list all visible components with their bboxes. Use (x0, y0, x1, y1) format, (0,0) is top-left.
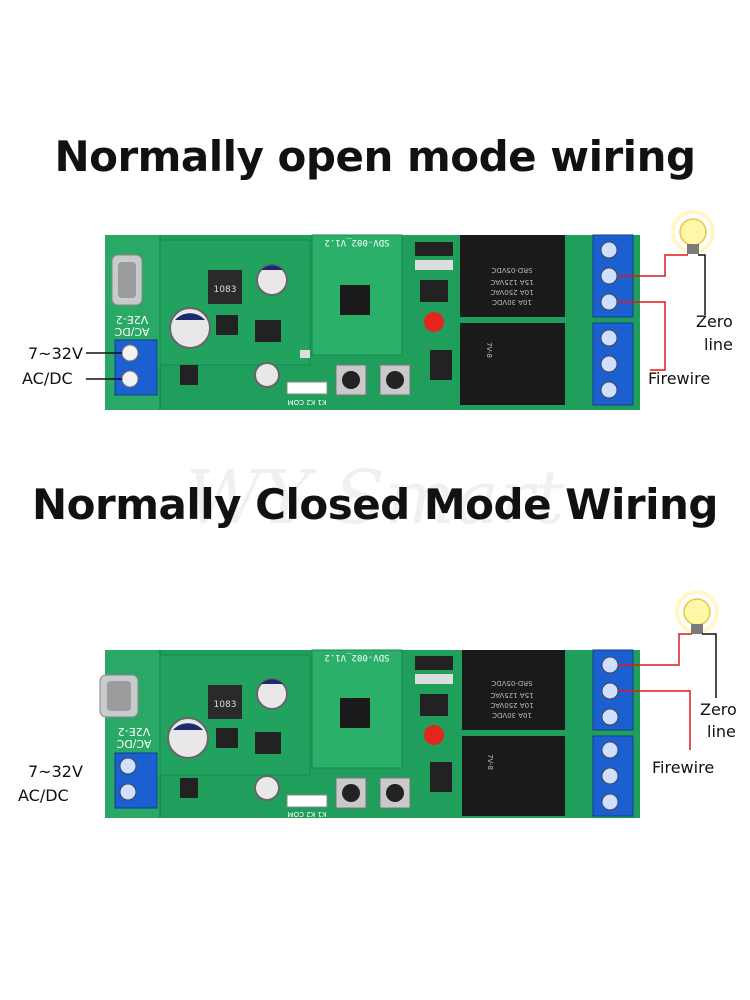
svg-text:1083: 1083 (214, 700, 237, 710)
zero-line-label-2: line (704, 335, 733, 354)
zero-line-label-2: line (707, 722, 736, 741)
inductor (208, 685, 242, 719)
svg-text:K1 K2 COM: K1 K2 COM (288, 398, 327, 406)
svg-text:7V-8: 7V-8 (485, 342, 493, 358)
section-title-normally-closed: Normally Closed Mode Wiring (32, 480, 718, 529)
svg-text:SRD-05VDC: SRD-05VDC (491, 266, 532, 274)
svg-text:SDV-002_V1.2: SDV-002_V1.2 (324, 652, 389, 662)
svg-text:AC/DC: AC/DC (116, 737, 151, 750)
pin-header (286, 381, 328, 395)
light-bulb-icon (675, 590, 719, 634)
svg-text:10A 250VAC: 10A 250VAC (490, 701, 533, 709)
red-led (424, 725, 444, 745)
svg-text:15A 125VAC: 15A 125VAC (490, 278, 533, 286)
zero-line-label-1: Zero (696, 312, 733, 331)
input-current-type-label: AC/DC (18, 786, 69, 805)
pin-header (286, 794, 328, 808)
svg-text:15A 125VAC: 15A 125VAC (490, 691, 533, 699)
light-bulb-icon (671, 210, 715, 254)
wiring-diagram-normally-closed: 1083 V2E-2 AC/DC SDV-002_V1.2 K1 K2 COM … (99, 590, 719, 818)
zero-line-label-1: Zero (700, 700, 737, 719)
svg-text:K1 K2 COM: K1 K2 COM (288, 810, 327, 818)
svg-text:7V-8: 7V-8 (486, 754, 494, 770)
firewire-label: Firewire (652, 758, 715, 777)
watermark: WY Smart (185, 455, 565, 541)
relay-1 (460, 235, 565, 317)
relay-2 (460, 323, 565, 405)
ic-chip (216, 728, 238, 748)
svg-text:V2E-2: V2E-2 (116, 313, 148, 326)
svg-text:10A 30VDC: 10A 30VDC (492, 711, 532, 719)
relay-1 (462, 650, 565, 730)
ic-chip (216, 315, 238, 335)
firewire-label: Firewire (648, 369, 711, 388)
svg-text:AC/DC: AC/DC (114, 325, 149, 338)
red-led (424, 312, 444, 332)
relay-2 (462, 736, 565, 816)
wiring-diagram-normally-open: 1083 V2E-2 AC/DC SDV-002_V1.2 K1 K2 COM … (86, 210, 715, 410)
input-voltage-label: 7~32V (28, 762, 83, 781)
input-voltage-label: 7~32V (28, 344, 83, 363)
svg-text:10A 30VDC: 10A 30VDC (492, 298, 532, 306)
section-title-normally-open: Normally open mode wiring (54, 132, 696, 181)
inductor (208, 270, 242, 304)
svg-text:SRD-05VDC: SRD-05VDC (491, 679, 532, 687)
svg-text:V2E-2: V2E-2 (118, 725, 150, 738)
input-current-type-label: AC/DC (22, 369, 73, 388)
svg-text:10A 250VAC: 10A 250VAC (490, 288, 533, 296)
svg-text:SDV-002_V1.2: SDV-002_V1.2 (324, 237, 389, 247)
svg-text:1083: 1083 (214, 285, 237, 295)
